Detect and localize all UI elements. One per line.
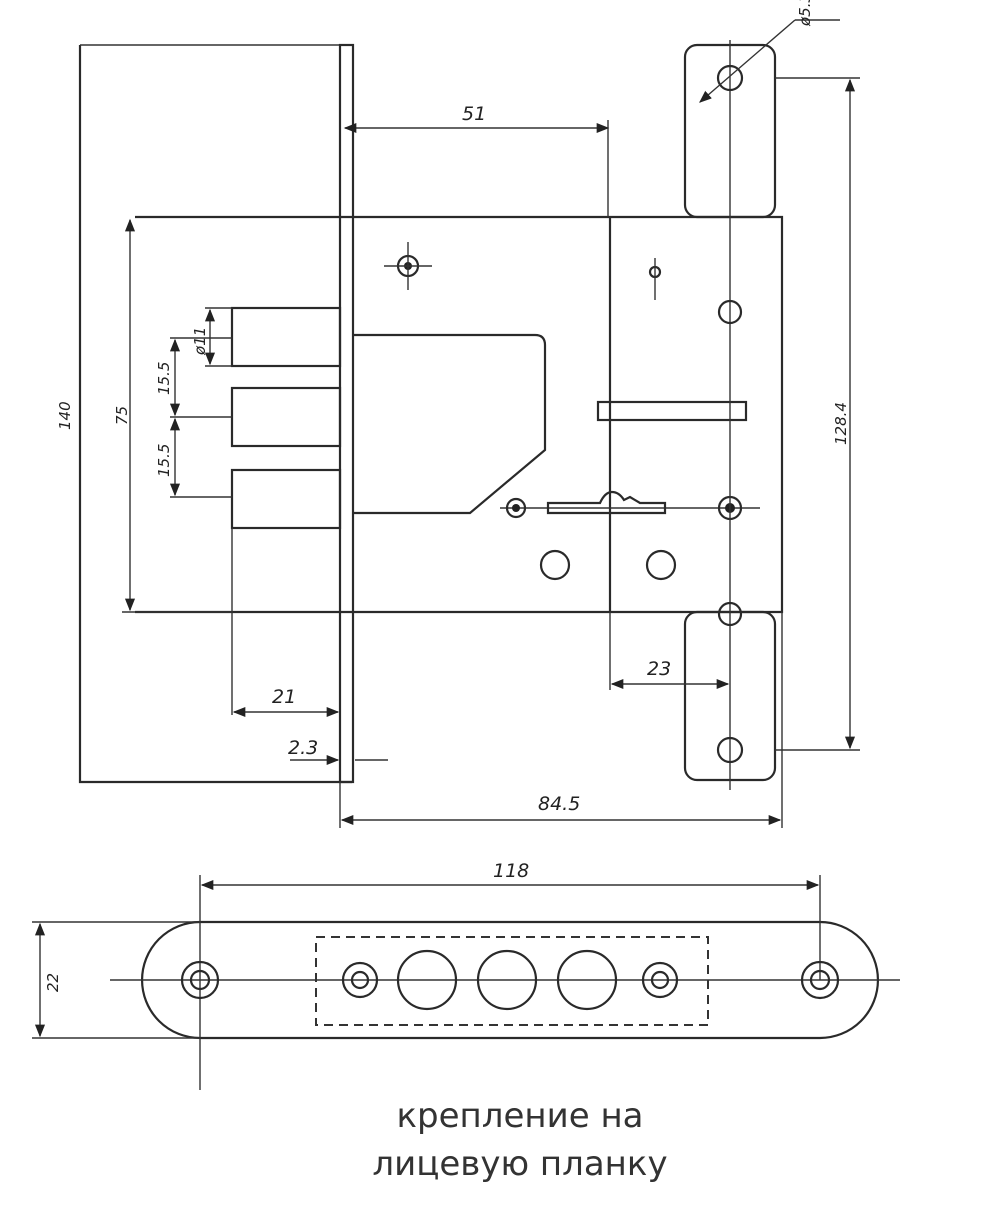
faceplate-screw-right	[800, 960, 840, 1000]
mount-hole-mid	[717, 299, 743, 325]
door-outline	[78, 45, 352, 784]
dim-d11: ø11	[191, 327, 209, 356]
mount-hole-top	[716, 64, 744, 92]
caption-line-2: лицевую планку	[372, 1144, 668, 1184]
dim-22: 22	[44, 973, 62, 992]
bolt-3	[230, 468, 342, 530]
dim-d5-3: ø5.3	[796, 0, 814, 27]
dim-21: 21	[272, 686, 296, 708]
bolt-2	[230, 386, 342, 448]
dim-23: 23	[647, 658, 671, 680]
dim-15-5-b: 15.5	[155, 444, 173, 477]
mount-hole-bottom	[716, 736, 744, 764]
faceplate-screw-left	[180, 960, 220, 1000]
dim-118: 118	[493, 860, 529, 882]
dim-51: 51	[462, 103, 486, 125]
bolt-hole-1	[396, 949, 458, 1011]
lock-front-view	[78, 40, 784, 790]
bolt-1	[230, 306, 342, 368]
mechanism-plate	[353, 333, 547, 515]
dim-2-3: 2.3	[288, 737, 318, 759]
faceplate-outline	[140, 920, 880, 1040]
dim-140: 140	[56, 401, 74, 430]
dimension-lines: 51 140 75 ø11 15.5 15.5 128.4 ø5.3	[56, 0, 860, 828]
faceplate-strip	[338, 43, 355, 784]
bolt-hole-3	[556, 949, 618, 1011]
mount-hole-low	[717, 601, 743, 627]
cutout-screw-left	[341, 961, 379, 999]
key-slot	[546, 490, 667, 515]
screw-top	[384, 242, 432, 290]
bolt-hole-2	[476, 949, 538, 1011]
latch-slot	[596, 400, 748, 422]
caption-line-1: крепление на	[396, 1096, 644, 1136]
mechanism-cutout	[315, 936, 709, 1026]
hole-right	[645, 549, 677, 581]
dim-15-5-a: 15.5	[155, 362, 173, 395]
caption: крепление на лицевую планку	[300, 1092, 740, 1188]
lock-case	[135, 215, 784, 614]
dim-75: 75	[113, 406, 131, 425]
pin-hole	[648, 258, 662, 300]
hole-left	[539, 549, 571, 581]
dim-84-5: 84.5	[538, 793, 580, 815]
dim-128-4: 128.4	[832, 402, 850, 445]
cutout-screw-right	[641, 961, 679, 999]
faceplate-view: 118 22	[32, 860, 900, 1090]
spindle-left	[505, 497, 527, 519]
